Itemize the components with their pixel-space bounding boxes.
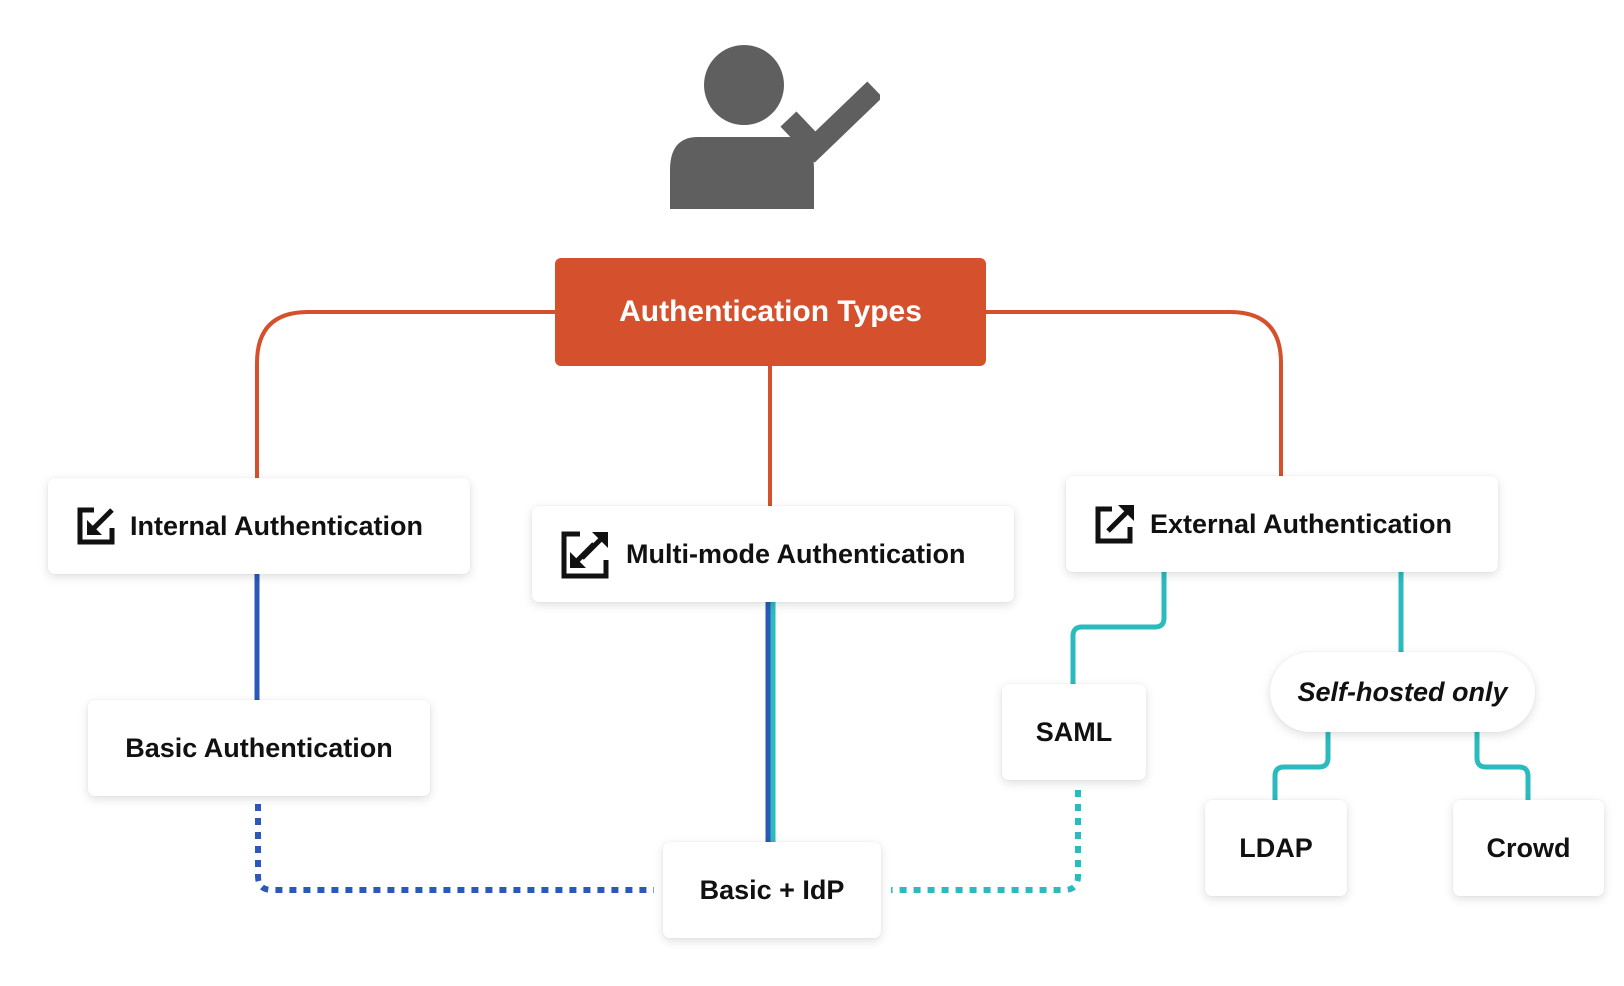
connector-external-saml — [1070, 572, 1167, 684]
internal-authentication-node: Internal Authentication — [48, 478, 470, 574]
external-link-icon — [1094, 503, 1136, 545]
user-check-icon — [670, 45, 880, 209]
saml-label: SAML — [1035, 716, 1113, 747]
authentication-types-node: Authentication Types — [555, 258, 986, 366]
saml-node: SAML — [1002, 684, 1146, 780]
ldap-label: LDAP — [1239, 832, 1313, 863]
sign-in-arrow-icon — [76, 506, 116, 546]
ldap-node: LDAP — [1205, 800, 1347, 896]
multimode-authentication-label: Multi-mode Authentication — [626, 538, 966, 569]
self-hosted-only-node: Self-hosted only — [1270, 652, 1535, 732]
internal-authentication-label: Internal Authentication — [130, 510, 424, 541]
crowd-label: Crowd — [1486, 832, 1571, 863]
basic-authentication-node: Basic Authentication — [88, 700, 430, 796]
external-authentication-label: External Authentication — [1150, 508, 1453, 539]
bidirectional-arrow-icon — [560, 528, 612, 580]
basic-idp-label: Basic + IdP — [699, 874, 845, 905]
basic-authentication-label: Basic Authentication — [125, 732, 393, 763]
self-hosted-only-label: Self-hosted only — [1297, 676, 1508, 707]
root-title: Authentication Types — [619, 295, 922, 328]
connector-root-internal — [255, 310, 555, 478]
connector-basic-idp-dotted — [255, 804, 654, 893]
connector-root-external — [986, 310, 1283, 476]
connector-selfhosted-ldap — [1272, 732, 1331, 800]
crowd-node: Crowd — [1453, 800, 1604, 896]
multimode-authentication-node: Multi-mode Authentication — [532, 506, 1014, 602]
connector-saml-idp-dotted — [891, 790, 1081, 893]
connector-selfhosted-crowd — [1474, 732, 1531, 800]
basic-idp-node: Basic + IdP — [663, 842, 881, 938]
external-authentication-node: External Authentication — [1066, 476, 1498, 572]
